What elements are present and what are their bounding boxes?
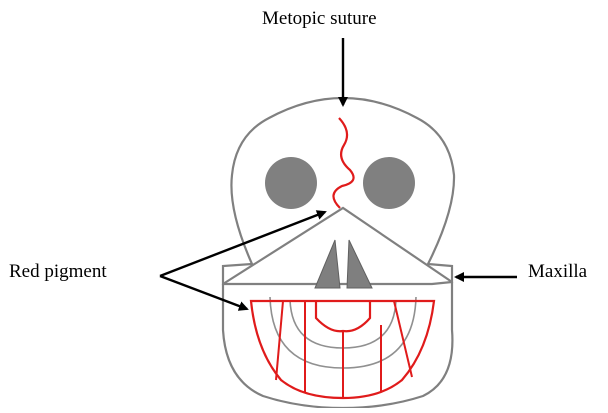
red-pigment-arrow-upper [160,212,325,276]
tooth-divider-5 [394,301,412,377]
left-eye-socket [265,157,317,209]
metopic-suture-line [333,118,353,208]
maxilla-label: Maxilla [528,262,587,281]
left-nasal-aperture [315,240,340,288]
right-nasal-aperture [347,240,372,288]
cranium-outline [223,98,454,284]
teeth-central-notch-pigment [316,301,370,331]
metopic-suture-label: Metopic suture [262,9,377,28]
red-pigment-arrow-lower [160,276,247,309]
red-pigment-label: Red pigment [9,262,107,281]
right-eye-socket [363,157,415,209]
